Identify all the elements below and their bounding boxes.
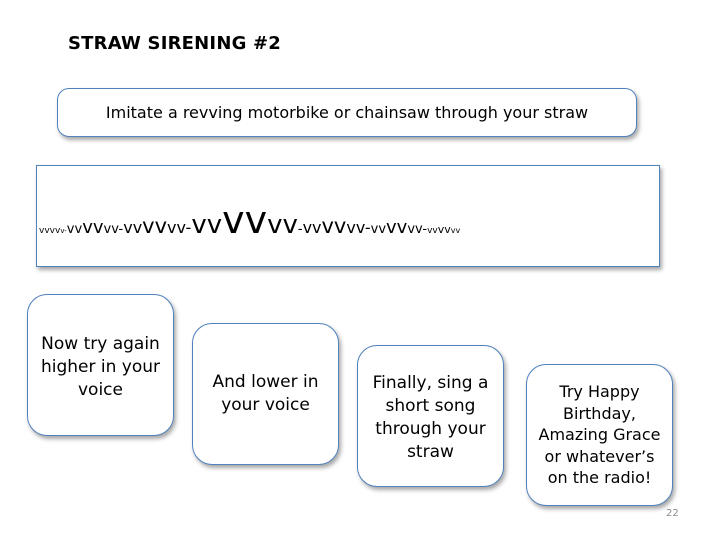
siren-segment: vv <box>427 226 438 236</box>
card-text: Finally, sing a short song through your … <box>372 373 489 462</box>
siren-pattern-box: vvvvv-vvvvvv-vvvvvv-vvvvvv-vvvvvv-vvvvvv… <box>36 165 660 267</box>
siren-segment: - <box>297 222 303 237</box>
siren-segment: vv <box>66 222 83 237</box>
instruction-text: Imitate a revving motorbike or chainsaw … <box>105 103 589 122</box>
siren-segment: vv <box>302 218 322 237</box>
siren-segment: vv <box>267 210 298 240</box>
siren-segment: vv <box>82 217 104 238</box>
siren-segment: vv- <box>167 218 192 237</box>
siren-segment: vv- <box>346 218 371 237</box>
instruction-box: Imitate a revving motorbike or chainsaw … <box>57 88 637 137</box>
card-song-suggestions: Try Happy Birthday, Amazing Grace or wha… <box>526 364 673 506</box>
siren-segment: vv <box>386 217 408 238</box>
card-lower-voice: And lower in your voice <box>192 323 339 465</box>
siren-segment: vv <box>450 226 461 235</box>
siren-segment: vv- <box>103 222 124 237</box>
siren-segment: vv <box>222 198 268 242</box>
siren-segment: v- <box>60 227 67 235</box>
siren-segment: vv <box>321 214 347 238</box>
card-higher-voice: Now try again higher in your voice <box>27 294 174 436</box>
siren-segment: vv- <box>407 222 428 237</box>
siren-pattern-text: vvvvv-vvvvvv-vvvvvv-vvvvvv-vvvvvv-vvvvvv… <box>39 201 460 239</box>
siren-segment: vv <box>191 210 223 240</box>
card-text: Try Happy Birthday, Amazing Grace or wha… <box>538 382 661 488</box>
slide-title: STRAW SIRENING #2 <box>68 33 282 54</box>
siren-segment: vv <box>142 214 168 238</box>
card-sing-song: Finally, sing a short song through your … <box>357 345 504 487</box>
page-number: 22 <box>666 508 679 519</box>
siren-segment: vv <box>370 222 387 237</box>
siren-segment: vv <box>437 223 451 236</box>
siren-segment: vvvv <box>39 226 61 236</box>
siren-segment: vv <box>123 218 143 237</box>
card-text: And lower in your voice <box>212 372 319 415</box>
card-text: Now try again higher in your voice <box>40 334 161 400</box>
